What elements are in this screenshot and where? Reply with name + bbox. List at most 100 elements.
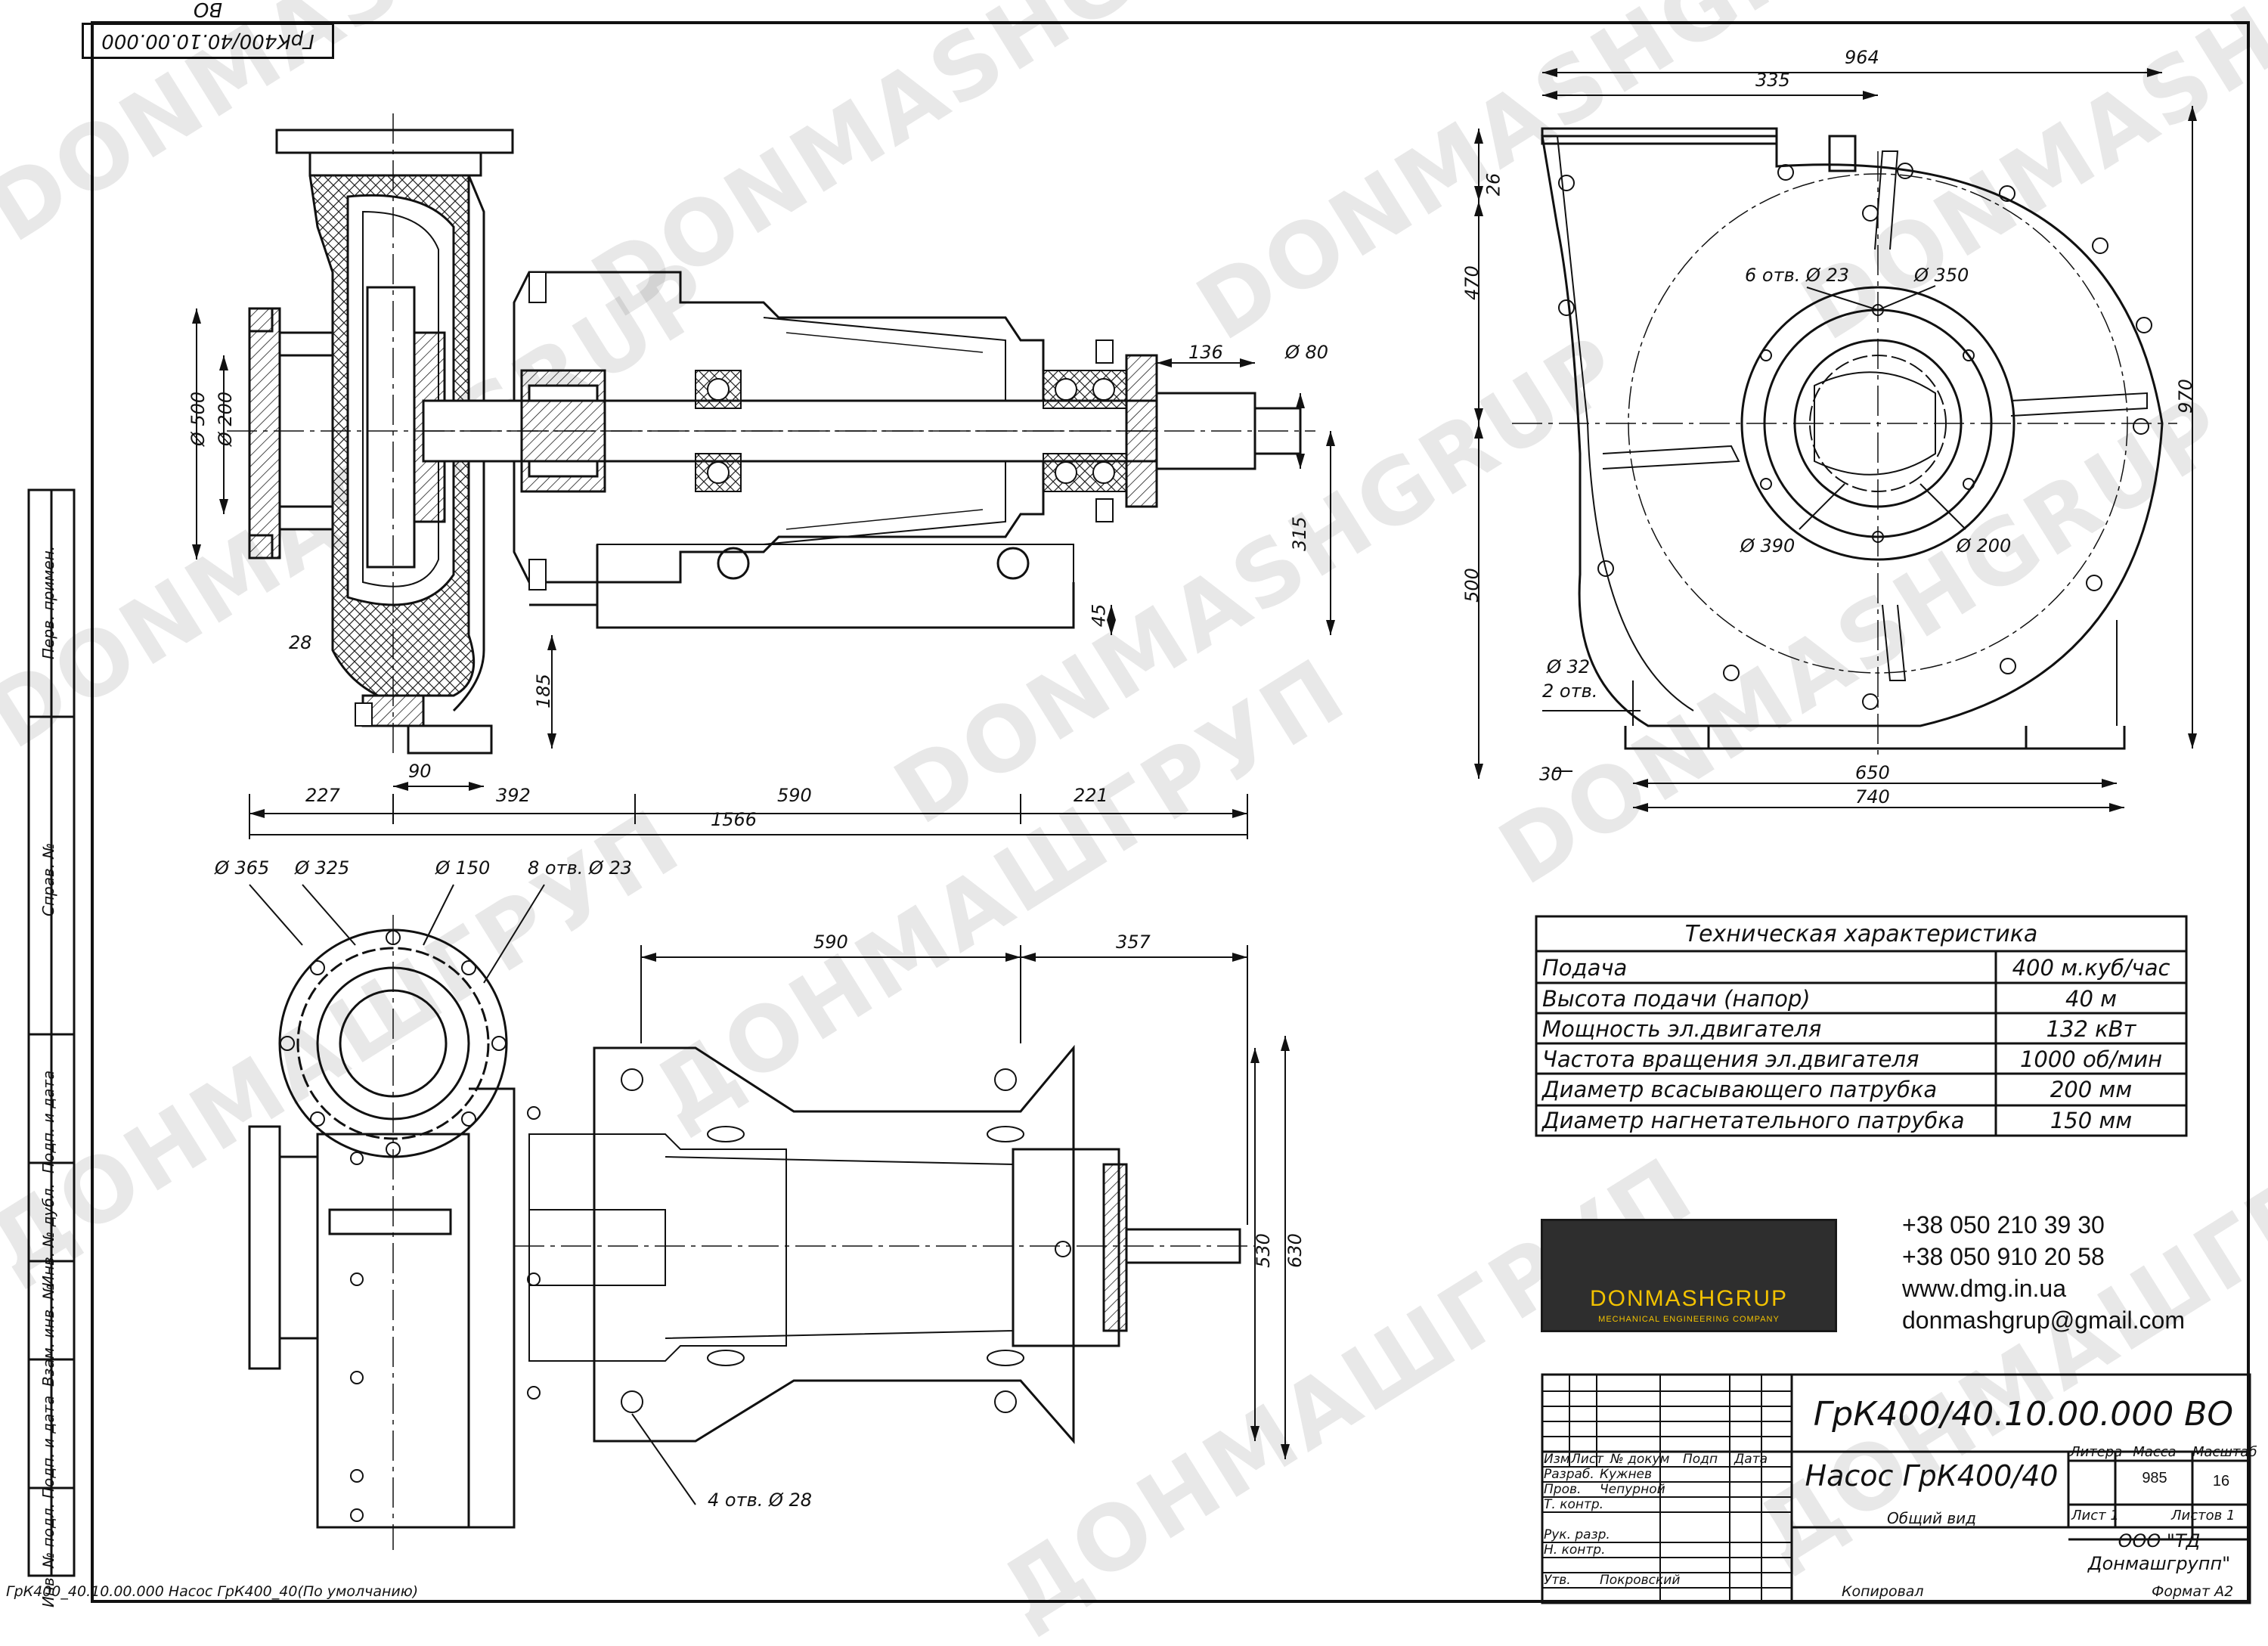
- utv-label: Утв.: [1544, 1573, 1571, 1588]
- tech-row-value: 1000 об/мин: [2019, 1046, 2163, 1072]
- dim-d30: 30: [1539, 764, 1563, 785]
- holes-2: 2 отв.: [1542, 680, 1598, 702]
- side-bolts: [1558, 163, 2152, 710]
- dim-d392: 392: [496, 785, 531, 806]
- ruk-label: Рук. разр.: [1544, 1527, 1610, 1542]
- dim-d200: Ø 200: [215, 391, 237, 447]
- dim-d590: 590: [777, 785, 812, 806]
- razrab-name: Кужнев: [1600, 1467, 1653, 1482]
- tech-row-label: Мощность эл.двигателя: [1542, 1016, 1822, 1042]
- dim-d350: Ø 350: [1914, 265, 1969, 286]
- bolts: [355, 271, 1114, 727]
- dim-d32: Ø 32: [1547, 656, 1591, 677]
- org-name-1: ООО "ТД: [2118, 1530, 2201, 1551]
- contact-phone-1: +38 050 210 39 30: [1902, 1211, 2105, 1238]
- dim-d740: 740: [1855, 786, 1890, 808]
- tech-row-value: 150 мм: [2050, 1108, 2133, 1133]
- col-podp: Подп: [1683, 1452, 1718, 1467]
- dim-d650: 650: [1855, 762, 1890, 783]
- suction-flange: [248, 307, 281, 560]
- litera-label: Литера: [2070, 1444, 2123, 1460]
- dim-d970: 970: [2174, 379, 2196, 414]
- footer-filename: ГрК400_40.10.00.000 Насос ГрК400_40(По у…: [6, 1583, 419, 1600]
- tech-row-value: 40 м: [2065, 986, 2117, 1012]
- dim-d530: 530: [1252, 1233, 1274, 1268]
- dim-d90: 90: [408, 761, 432, 782]
- col-list: Лист: [1571, 1452, 1604, 1467]
- inlet-flange-circle: [1740, 286, 2015, 561]
- contact-website[interactable]: www.dmg.in.ua: [1902, 1275, 2066, 1302]
- bearings: [695, 370, 1127, 492]
- dim-d357: 357: [1116, 931, 1151, 953]
- technical-drawing: [192, 68, 2251, 1604]
- dim-d26: 26: [1483, 172, 1504, 197]
- dim-d136: 136: [1188, 342, 1223, 363]
- side-view: [1512, 127, 2177, 756]
- dim-d150: Ø 150: [435, 857, 491, 879]
- contact-email[interactable]: donmashgrup@gmail.com: [1902, 1307, 2185, 1334]
- nkontr-label: Н. контр.: [1544, 1542, 1606, 1558]
- tech-table-grid: [1535, 915, 2188, 1137]
- prov-name: Чепурной: [1600, 1482, 1665, 1497]
- dim-d470: 470: [1461, 265, 1483, 300]
- dim-d365: Ø 365: [215, 857, 270, 879]
- massa-label: Масса: [2133, 1444, 2177, 1460]
- dim-d1566: 1566: [711, 809, 758, 830]
- dim-d630: 630: [1284, 1233, 1306, 1268]
- dim-d325: Ø 325: [295, 857, 350, 879]
- dim-d590-plan: 590: [813, 931, 848, 953]
- title-code: ГрК400/40.10.00.000 ВО: [1813, 1395, 2233, 1434]
- list-label: Лист 1: [2071, 1508, 2119, 1524]
- dim-d500-side: 500: [1461, 568, 1483, 603]
- tkontr-label: Т. контр.: [1544, 1497, 1604, 1512]
- tech-row-value: 400 м.куб/час: [2012, 955, 2170, 981]
- section-dimensions: [192, 308, 1335, 839]
- holes-6: 6 отв. Ø 23: [1745, 265, 1850, 286]
- tech-row-label: Частота вращения эл.двигателя: [1542, 1046, 1919, 1072]
- holes-8: 8 отв. Ø 23: [528, 857, 633, 879]
- holes-4: 4 отв. Ø 28: [708, 1489, 813, 1511]
- suction-flange-plan: [248, 1125, 281, 1370]
- discharge-flange: [275, 129, 514, 154]
- dim-d200-side: Ø 200: [1957, 535, 2012, 556]
- col-izm: Изм: [1544, 1452, 1570, 1467]
- masshtab-value: 16: [2212, 1473, 2230, 1489]
- plan-dimensions: [249, 884, 1290, 1505]
- bearing-housing: [513, 271, 1045, 584]
- support-base: [596, 544, 1075, 629]
- logo-name: DONMASHGRUP: [1589, 1286, 1788, 1311]
- drawing-frame: [91, 21, 2250, 1603]
- razrab-label: Разраб.: [1544, 1467, 1594, 1482]
- tech-row-label: Диаметр всасывающего патрубка: [1542, 1077, 1938, 1102]
- prov-label: Пров.: [1544, 1482, 1582, 1497]
- section-view: [227, 113, 1315, 756]
- dim-d227: 227: [305, 785, 340, 806]
- tech-row-value: 132 кВт: [2046, 1016, 2136, 1042]
- dim-d964: 964: [1845, 47, 1879, 68]
- side-dimensions: [1474, 68, 2197, 812]
- side-columns: [27, 488, 76, 1577]
- tech-table-title: Техническая характеристика: [1684, 921, 2038, 947]
- dim-d315: 315: [1288, 516, 1310, 551]
- tech-row-value: 200 мм: [2050, 1077, 2133, 1102]
- volute-outline: [1541, 135, 2164, 727]
- dim-d500: Ø 500: [187, 391, 209, 447]
- footer-copied: Копировал: [1842, 1583, 1924, 1600]
- tech-row-label: Высота подачи (напор): [1542, 986, 1811, 1012]
- dim-d80: Ø 80: [1285, 342, 1329, 363]
- dim-d185: 185: [532, 674, 554, 708]
- col-date: Дата: [1734, 1452, 1768, 1467]
- massa-value: 985: [2142, 1470, 2167, 1486]
- tech-row-label: Подача: [1542, 955, 1628, 981]
- impeller: [366, 286, 416, 569]
- company-logo: DONMASHGRUP MECHANICAL ENGINEERING COMPA…: [1541, 1219, 1837, 1332]
- dim-d28: 28: [289, 632, 312, 653]
- title-block-grid: [1541, 1373, 2251, 1604]
- org-name-2: Донмашгрупп": [2087, 1553, 2231, 1574]
- dim-d221: 221: [1074, 785, 1108, 806]
- logo-tagline: MECHANICAL ENGINEERING COMPANY: [1598, 1315, 1780, 1324]
- utv-name: Покровский: [1600, 1573, 1681, 1588]
- title-subname: Общий вид: [1887, 1509, 1976, 1527]
- dim-d390: Ø 390: [1740, 535, 1796, 556]
